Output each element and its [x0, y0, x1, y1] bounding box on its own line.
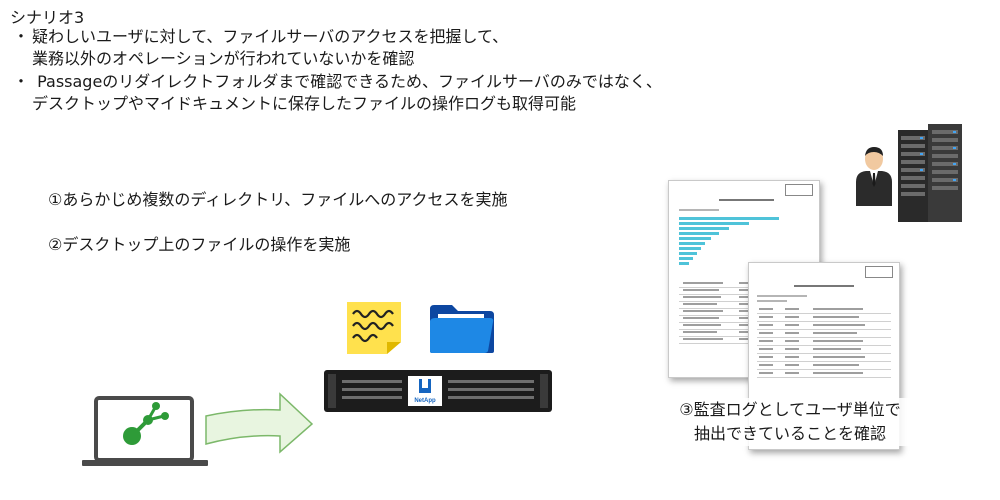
- step-1-text: ①あらかじめ複数のディレクトリ、ファイルへのアクセスを実施: [48, 190, 508, 209]
- bullet-marker: ・: [12, 27, 29, 46]
- bullet-1-line-1: 疑わしいユーザに対して、ファイルサーバのアクセスを把握して、: [32, 27, 509, 46]
- scenario-title: シナリオ3: [10, 8, 85, 27]
- bullet-2: ・ Passageのリダイレクトフォルダまで確認できるため、ファイルサーバのみで…: [10, 71, 662, 115]
- admin-person-icon: [856, 147, 892, 206]
- sticky-note-icon: [347, 302, 401, 354]
- bullet-1-line-2: 業務以外のオペレーションが行われていないかを確認: [32, 49, 415, 68]
- storage-logo-text: NetApp: [414, 398, 436, 404]
- laptop-icon: [82, 396, 208, 466]
- bullet-1: ・疑わしいユーザに対して、ファイルサーバのアクセスを把握して、 業務以外のオペレ…: [10, 26, 508, 70]
- bullet-marker: ・: [12, 72, 29, 91]
- folder-icon: [430, 305, 494, 353]
- client-logo-icon: [123, 402, 169, 445]
- step-2-text: ②デスクトップ上のファイルの操作を実施: [48, 235, 351, 254]
- bullet-2-line-2: デスクトップやマイドキュメントに保存したファイルの操作ログも取得可能: [32, 94, 577, 113]
- step-3-caption-line-2: 抽出できていることを確認: [693, 424, 886, 443]
- storage-array-icon: NetApp: [324, 370, 552, 412]
- server-rack-icon: [898, 124, 962, 222]
- step-3-caption-line-1: ③監査ログとしてユーザ単位で: [679, 400, 901, 419]
- right-arrow-icon: [205, 392, 314, 454]
- step-3-caption: ③監査ログとしてユーザ単位で 抽出できていることを確認: [660, 398, 920, 446]
- bullet-2-line-1: Passageのリダイレクトフォルダまで確認できるため、ファイルサーバのみではな…: [32, 72, 662, 91]
